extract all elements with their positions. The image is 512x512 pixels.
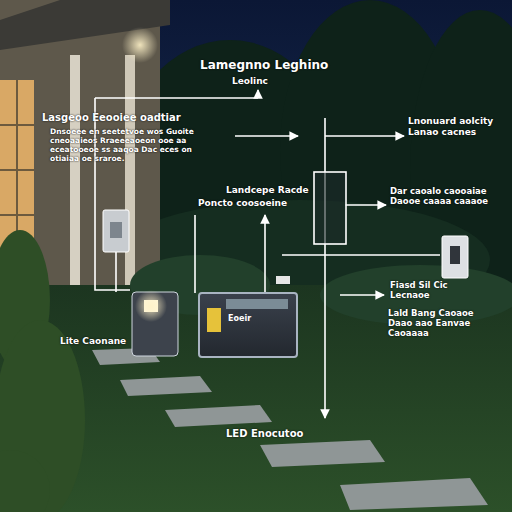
callout-label: Fiasd Sil Cic Lecnaoe xyxy=(390,280,460,300)
device-label: Eoeir xyxy=(228,314,296,323)
stepping-stones xyxy=(92,348,488,510)
callout-label: Lald Bang Caoaoe Daao aao Eanvae Caoaaaa xyxy=(388,308,496,339)
wire xyxy=(340,294,384,296)
callout-label: Poncto coosoeine xyxy=(198,198,287,209)
callout-label: Leolinc xyxy=(232,76,268,87)
callout-label: Landcepe Racde xyxy=(226,185,309,196)
diagram-title: Lamegnno Leghino xyxy=(200,58,328,72)
lantern-glow xyxy=(135,290,167,322)
wire xyxy=(264,215,266,293)
wire xyxy=(324,118,326,418)
stone xyxy=(260,440,385,467)
window xyxy=(0,80,34,250)
outlet-slot xyxy=(450,246,460,264)
wire xyxy=(282,254,440,256)
window-bars xyxy=(0,80,34,250)
wire xyxy=(345,204,386,206)
callout-label: Lite Caonane xyxy=(60,336,126,347)
stone xyxy=(120,376,212,396)
stone xyxy=(340,478,488,510)
controller-box: Eoeir xyxy=(198,292,298,358)
callout-label: Lasgeoo Eeooiee oadtiar xyxy=(42,112,181,124)
wire xyxy=(95,97,258,99)
wire xyxy=(257,90,259,98)
junction-box xyxy=(314,172,346,244)
callout-label: Lnonuard aolcity Lanao cacnes xyxy=(408,116,500,138)
stone xyxy=(165,405,272,427)
warning-sticker xyxy=(207,308,221,332)
leaf xyxy=(0,450,50,512)
porch-light xyxy=(122,27,158,63)
wire xyxy=(194,215,196,293)
wire xyxy=(95,98,130,290)
foreground-leaves xyxy=(0,230,85,512)
wall-switch xyxy=(103,210,129,252)
connector xyxy=(276,276,290,284)
callout-label: Dnsoeee en seetetvoe wos Guoite cneoaaie… xyxy=(50,127,220,163)
callout-label: Dar caoalo caooaiae Daooe caaaa caaaoe xyxy=(390,186,498,206)
wire xyxy=(115,252,117,292)
outlet xyxy=(442,236,468,278)
switch-toggle xyxy=(110,222,122,238)
tree-line xyxy=(110,0,512,330)
display-screen xyxy=(226,299,288,309)
porch-column xyxy=(70,55,80,315)
wire xyxy=(325,135,404,137)
callout-label: LED Enocutoo xyxy=(226,428,303,440)
wire xyxy=(235,135,298,137)
